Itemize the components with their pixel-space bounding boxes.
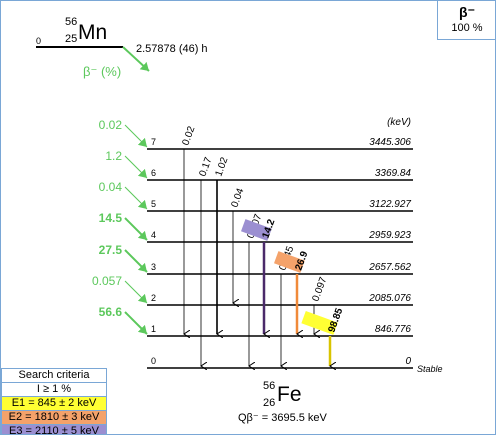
search-criteria-box: Search criteria I ≥ 1 % E1 = 845 ± 2 keV… — [1, 368, 107, 434]
decay-mode-value: 100 % — [451, 22, 483, 34]
beta-arrow-level-4 — [124, 217, 148, 241]
beta-intensity-level-1: 56.6 — [99, 305, 123, 319]
gamma-label-highlight-4-1 — [241, 219, 272, 241]
beta-arrow-level-6 — [124, 155, 148, 179]
gamma-label-highlight-3-1 — [274, 251, 305, 273]
level-energy-7: 3445.306 — [369, 137, 411, 148]
unit-label: (keV) — [387, 117, 411, 128]
gamma-label-6-0: 0.17 — [197, 156, 214, 178]
beta-arrow-level-5 — [124, 186, 148, 210]
criteria-e1: E1 = 845 ± 2 keV — [2, 396, 106, 410]
gamma-transitions-group: 0.020.171.020.040.30714.20.64526.90.0979… — [180, 125, 346, 366]
gamma-label-highlight-1-0 — [301, 311, 338, 335]
level-index-0: 0 — [151, 356, 156, 366]
level-energy-3: 2657.562 — [368, 262, 411, 273]
beta-feeding-group: 0.02 1.2 0.04 14.5 27.5 0.057 56.6 — [92, 118, 148, 335]
criteria-title: Search criteria — [18, 369, 90, 381]
parent-mass-number: 56 — [65, 16, 77, 28]
gamma-label-6-1: 1.02 — [213, 156, 230, 178]
parent-atomic-number: 25 — [65, 33, 77, 45]
beta-arrow-level-1 — [124, 311, 148, 335]
parent-level-energy: 0 — [36, 36, 41, 46]
criteria-e3: E3 = 2110 ± 5 keV — [2, 424, 106, 434]
beta-intensity-level-2: 0.057 — [92, 274, 122, 288]
level-energy-2: 2085.076 — [368, 293, 411, 304]
beta-intensity-level-7: 0.02 — [99, 118, 123, 132]
level-energy-6: 3369.84 — [375, 168, 412, 179]
gamma-label-2-1: 0.097 — [310, 275, 329, 303]
gamma-label-5-2: 0.04 — [229, 187, 246, 209]
parent-decay-arrow — [122, 46, 150, 72]
beta-intensity-level-3: 27.5 — [99, 243, 123, 257]
daughter-mass-number: 56 — [263, 380, 275, 392]
decay-mode-box: β⁻ 100 % — [437, 1, 495, 40]
level-energy-1: 846.776 — [375, 324, 412, 335]
beta-intensity-level-4: 14.5 — [99, 211, 123, 225]
daughter-symbol: Fe — [277, 383, 302, 406]
gamma-label-3-1: 26.9 — [293, 250, 310, 272]
parent-symbol: Mn — [78, 21, 107, 44]
stable-label: Stable — [417, 364, 443, 374]
level-index-6: 6 — [151, 168, 156, 178]
parent-half-life: 2.57878 (46) h — [136, 43, 208, 55]
beta-intensity-level-6: 1.2 — [105, 149, 122, 163]
branch-label: β⁻ (%) — [83, 64, 121, 79]
level-energy-4: 2959.923 — [368, 230, 411, 241]
level-index-5: 5 — [151, 199, 156, 209]
level-energy-0: 0 — [405, 356, 411, 367]
levels-group: 7 3445.306 6 3369.84 5 3122.927 4 2959.923 3 2657… — [147, 137, 443, 374]
level-index-2: 2 — [151, 293, 156, 303]
gamma-label-7-1: 0.02 — [180, 125, 197, 147]
criteria-intensity: I ≥ 1 % — [2, 382, 106, 396]
level-index-4: 4 — [151, 230, 156, 240]
level-index-3: 3 — [151, 262, 156, 272]
criteria-e2: E2 = 1810 ± 3 keV — [2, 410, 106, 424]
beta-arrow-level-3 — [124, 249, 148, 273]
gamma-label-4-1: 14.2 — [260, 218, 277, 240]
q-value: Qβ⁻ = 3695.5 keV — [238, 412, 328, 424]
daughter-atomic-number: 26 — [263, 397, 275, 409]
beta-arrow-level-7 — [124, 124, 148, 148]
beta-intensity-level-5: 0.04 — [99, 180, 123, 194]
decay-mode-label: β⁻ — [459, 4, 475, 20]
beta-arrow-level-2 — [124, 280, 148, 304]
level-index-7: 7 — [151, 137, 156, 147]
level-energy-5: 3122.927 — [369, 199, 411, 210]
level-index-1: 1 — [151, 324, 156, 334]
gamma-label-1-0: 98.85 — [326, 306, 345, 334]
